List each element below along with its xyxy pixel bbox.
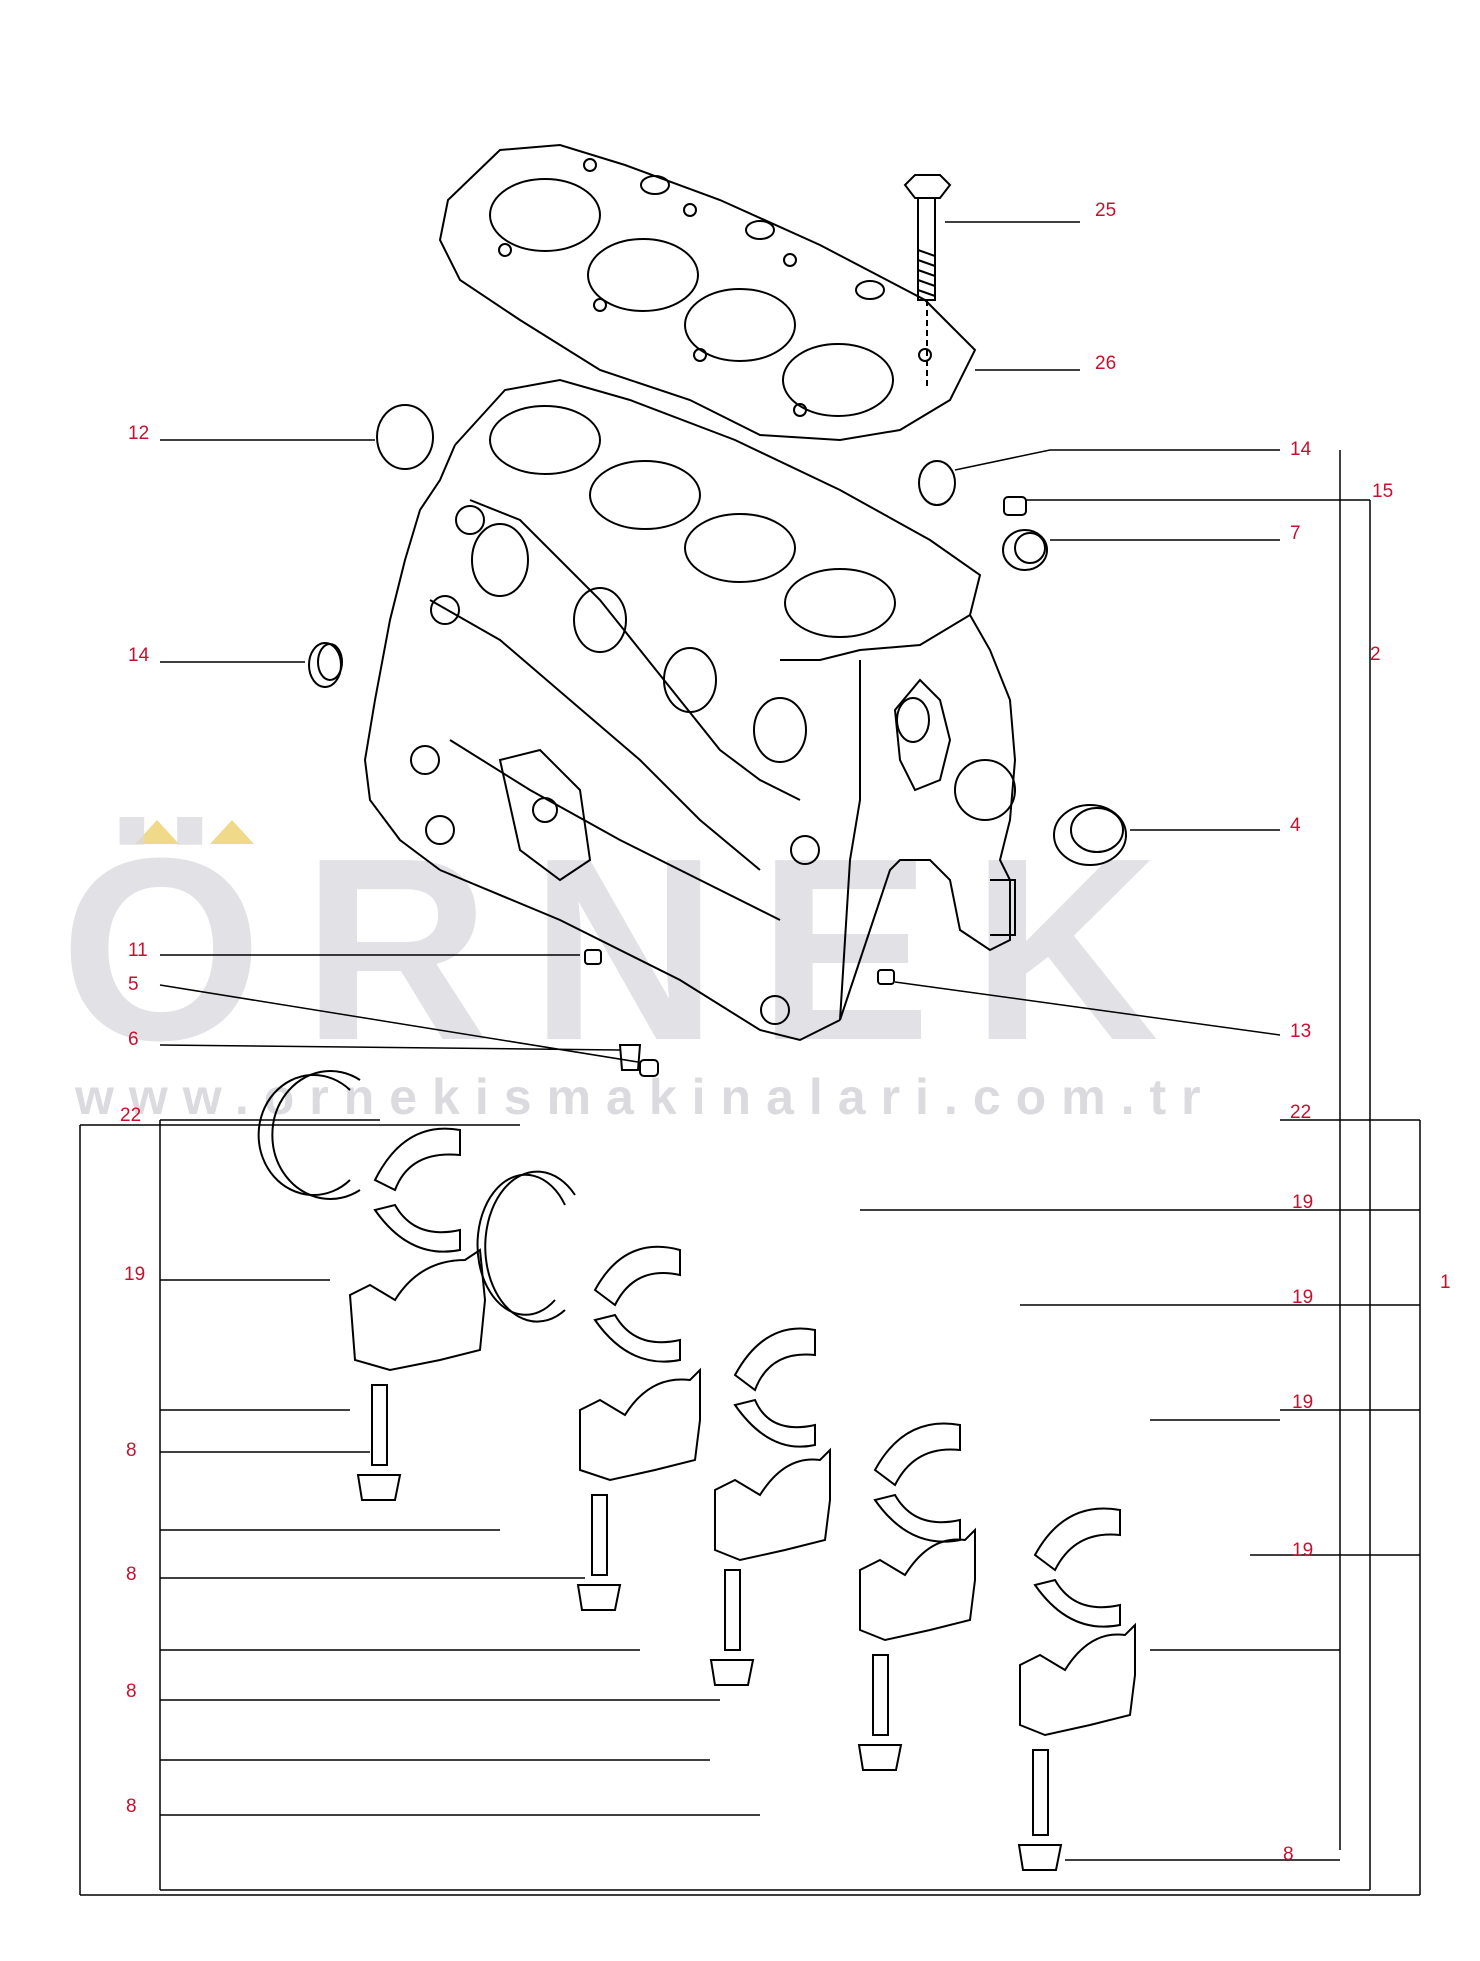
callout-8-b: 8 bbox=[126, 1564, 137, 1585]
callout-11: 11 bbox=[128, 940, 148, 961]
expansion-plug-12 bbox=[376, 404, 434, 470]
plug-11 bbox=[584, 949, 602, 965]
watermark-accent-left bbox=[135, 820, 179, 844]
leader-lines bbox=[79, 221, 1421, 1896]
plug-5 bbox=[639, 1059, 659, 1077]
bushing-4 bbox=[1070, 807, 1124, 853]
cylinder-block bbox=[363, 378, 1017, 1042]
callout-8-a: 8 bbox=[126, 1440, 137, 1461]
callout-8-e: 8 bbox=[1283, 1844, 1294, 1865]
bearing-caps bbox=[348, 1248, 1136, 1737]
callout-19-d: 19 bbox=[1292, 1540, 1314, 1561]
plugs-and-seals bbox=[308, 404, 1127, 1077]
callout-13: 13 bbox=[1290, 1021, 1312, 1042]
callout-7: 7 bbox=[1290, 523, 1301, 544]
callout-12: 12 bbox=[128, 423, 150, 444]
bearing-shells bbox=[373, 1127, 1121, 1628]
callout-4: 4 bbox=[1290, 815, 1301, 836]
callout-22-left: 22 bbox=[120, 1105, 142, 1126]
head-gasket bbox=[438, 143, 977, 442]
watermark-brand: ÖRNEK bbox=[60, 805, 1199, 1095]
callout-22-right: 22 bbox=[1290, 1102, 1312, 1123]
plug-6 bbox=[618, 1044, 642, 1071]
callout-6: 6 bbox=[128, 1029, 139, 1050]
cap-bolts bbox=[356, 1384, 1063, 1871]
head-bolt bbox=[903, 174, 952, 390]
callout-1: 1 bbox=[1440, 1272, 1451, 1293]
expansion-plug-14 bbox=[918, 460, 956, 506]
callout-25: 25 bbox=[1095, 200, 1117, 221]
callout-5: 5 bbox=[128, 974, 139, 995]
callout-8-c: 8 bbox=[126, 1681, 137, 1702]
plug-15 bbox=[1003, 496, 1027, 516]
seal-14-left bbox=[317, 643, 343, 681]
callout-19-left: 19 bbox=[124, 1264, 146, 1285]
watermark-accent-right bbox=[210, 820, 254, 844]
callout-15: 15 bbox=[1372, 481, 1394, 502]
callout-26: 26 bbox=[1095, 353, 1117, 374]
callout-14-top: 14 bbox=[1290, 439, 1312, 460]
plug-7 bbox=[1014, 532, 1046, 564]
plug-13 bbox=[877, 969, 895, 985]
callout-19-b: 19 bbox=[1292, 1287, 1314, 1308]
callout-8-d: 8 bbox=[126, 1796, 137, 1817]
thrust-washers bbox=[257, 1070, 576, 1323]
callout-19-c: 19 bbox=[1292, 1392, 1314, 1413]
callout-2: 2 bbox=[1370, 644, 1381, 665]
callout-19-a: 19 bbox=[1292, 1192, 1314, 1213]
callout-14-left: 14 bbox=[128, 645, 150, 666]
